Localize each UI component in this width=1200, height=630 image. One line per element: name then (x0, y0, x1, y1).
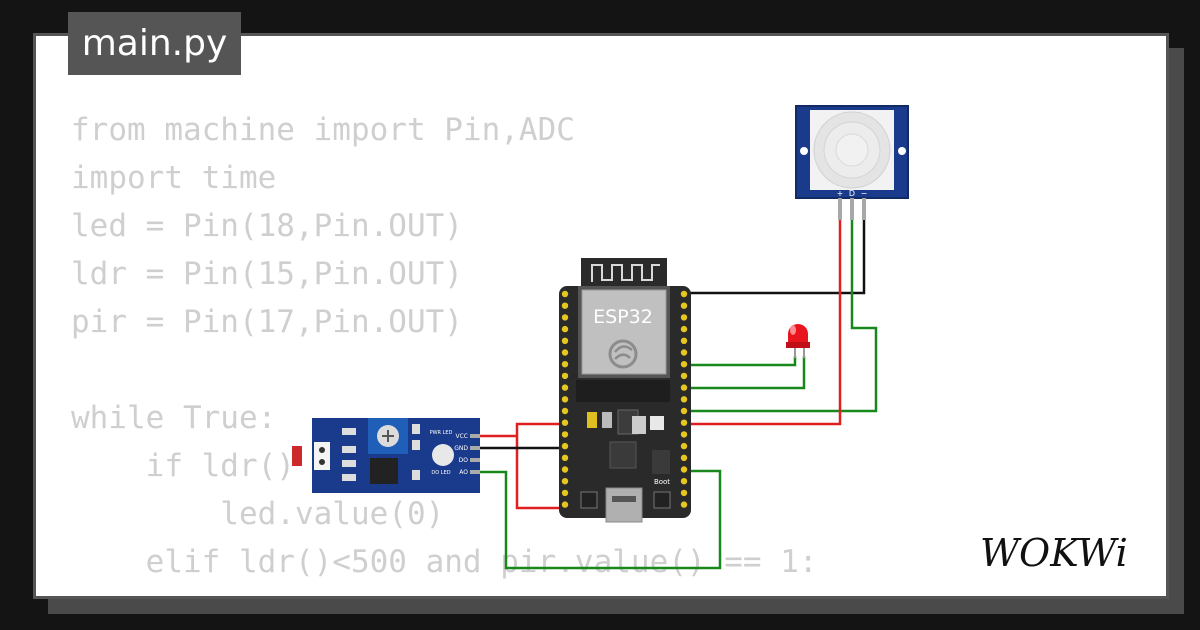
header-pin[interactable] (561, 442, 569, 450)
header-pin[interactable] (680, 314, 688, 321)
code-line: if ldr() (71, 448, 295, 484)
code-line: import time (71, 160, 277, 196)
header-pin[interactable] (561, 454, 569, 461)
code-line: pir = Pin(17,Pin.OUT) (71, 304, 463, 340)
header-pin[interactable] (561, 384, 569, 391)
wires (478, 220, 878, 570)
header-pin[interactable] (561, 431, 569, 438)
code-line: while True: (71, 400, 277, 436)
code-editor: from machine import Pin,ADC import time le… (71, 106, 818, 596)
header-pin[interactable] (680, 478, 688, 485)
header-pin[interactable] (680, 302, 688, 309)
boot-label: Boot (654, 478, 670, 486)
header-pin[interactable] (561, 349, 569, 356)
header-pin[interactable] (680, 407, 688, 415)
header-pin[interactable] (680, 337, 688, 344)
wokwi-logo-text: WOKWi (980, 531, 1128, 575)
esp32-label: ESP32 (593, 306, 653, 328)
wire-led-cathode (690, 356, 797, 367)
file-tab[interactable]: main.py (68, 12, 241, 75)
header-pin[interactable] (680, 501, 688, 508)
wire-ldr-ao (478, 469, 722, 570)
code-line: from machine import Pin,ADC (71, 112, 575, 148)
header-pin[interactable] (680, 431, 688, 438)
header-pin[interactable] (561, 372, 569, 380)
ldr-pin-label: AO (459, 469, 468, 476)
header-pin[interactable] (561, 419, 569, 426)
header-pin[interactable] (561, 396, 569, 403)
header-pin[interactable] (561, 302, 569, 309)
header-pin[interactable] (561, 489, 569, 497)
header-pin[interactable] (561, 361, 569, 368)
header-pin[interactable] (680, 384, 688, 391)
header-pin[interactable] (680, 361, 688, 368)
header-pin[interactable] (680, 372, 688, 380)
espressif-logo-icon (608, 339, 638, 369)
wire-pir-data (690, 220, 878, 413)
header-pin[interactable] (680, 442, 688, 450)
header-pin[interactable] (561, 314, 569, 321)
ldr-pin-label: DO (459, 457, 469, 464)
code-line: ldr = Pin(15,Pin.OUT) (71, 256, 463, 292)
red-led[interactable] (786, 324, 810, 358)
ldr-module[interactable]: PWR LED DO LED VCC GND DO AO (292, 418, 480, 493)
header-pin[interactable] (561, 290, 569, 298)
ldr-pin-label: VCC (456, 433, 468, 440)
pir-pin-label: − (861, 189, 868, 198)
wire-vcc (515, 220, 842, 510)
esp32-board[interactable]: ESP32 Boot (559, 258, 691, 523)
header-pin[interactable] (561, 337, 569, 344)
ldr-led-label: PWR LED (430, 430, 453, 436)
header-pin[interactable] (561, 325, 569, 333)
ldr-pin-label: GND (454, 445, 468, 452)
header-pin[interactable] (680, 466, 688, 473)
ldr-led-label: DO LED (431, 470, 450, 476)
wire-led-anode (690, 356, 806, 390)
code-line: led.value(0) (71, 496, 445, 532)
esp32-pins-right (680, 290, 688, 508)
header-pin[interactable] (561, 466, 569, 473)
code-line: elif ldr()<500 and pir.value() == 1: (71, 544, 818, 580)
header-pin[interactable] (680, 290, 688, 298)
header-pin[interactable] (680, 396, 688, 403)
wokwi-logo: WOKWi (980, 531, 1128, 575)
pir-pin-label: + (837, 189, 844, 198)
header-pin[interactable] (561, 478, 569, 485)
code-line: led = Pin(18,Pin.OUT) (71, 208, 463, 244)
header-pin[interactable] (680, 349, 688, 356)
header-pin[interactable] (680, 454, 688, 461)
wire-pir-gnd (690, 220, 866, 295)
pir-sensor[interactable]: + D − (795, 105, 909, 220)
header-pin[interactable] (680, 325, 688, 333)
pir-pin-label: D (849, 189, 855, 198)
header-pin[interactable] (561, 407, 569, 415)
esp32-pins-left (561, 290, 569, 508)
code-line: led.value(1) (71, 586, 818, 596)
header-pin[interactable] (561, 501, 569, 508)
header-pin[interactable] (680, 489, 688, 497)
header-pin[interactable] (680, 419, 688, 426)
